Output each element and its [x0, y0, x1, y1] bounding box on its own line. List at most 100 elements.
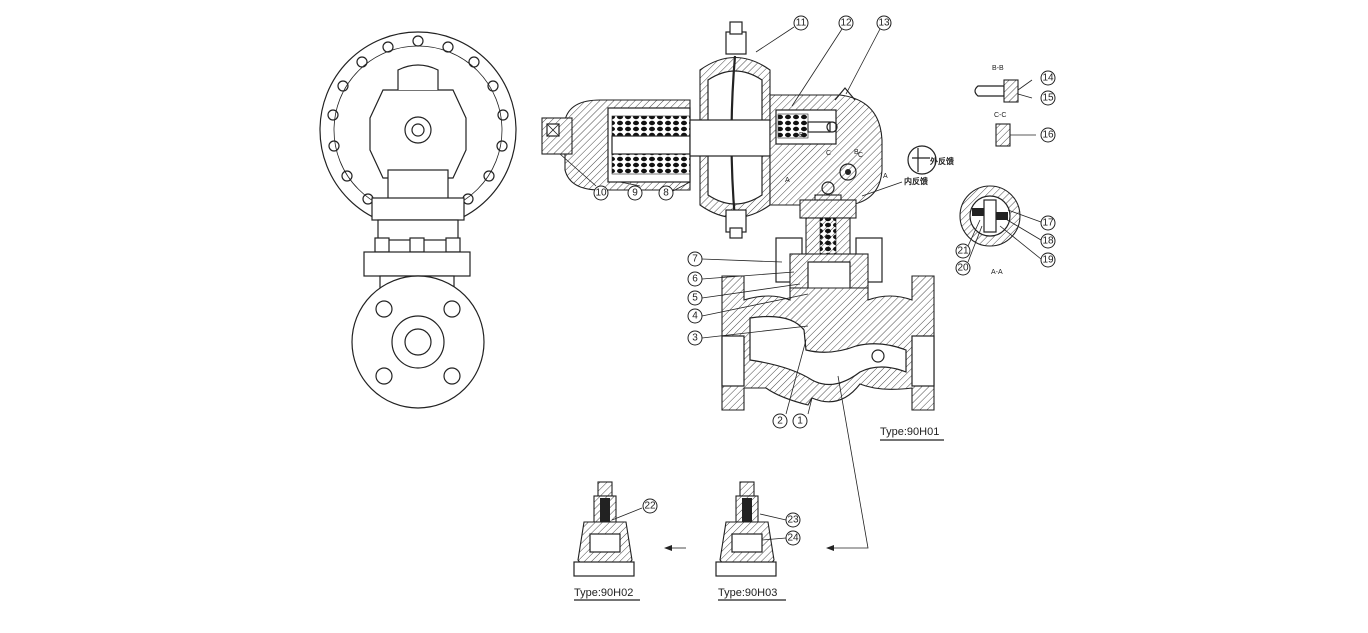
- callout-24: 24: [761, 530, 801, 546]
- variant-90h03-cap: [739, 481, 755, 497]
- callout-23: 23: [759, 512, 801, 528]
- internal-feedback-port: [839, 163, 857, 181]
- section-mark-a-right: A: [883, 173, 888, 180]
- side-view-body-flange: [363, 251, 471, 277]
- side-view-bonnet: [371, 197, 465, 221]
- svg-text:5: 5: [692, 293, 698, 304]
- body-port: [871, 349, 885, 363]
- side-view-bonnet-nuts: [374, 237, 461, 253]
- callout-1: 1: [792, 397, 813, 429]
- external-feedback-label: 外反馈: [930, 156, 954, 166]
- callout-9: 9: [619, 181, 643, 201]
- callout-16: 16: [1040, 127, 1056, 143]
- pilot-spring: [777, 113, 809, 139]
- callout-18: 18: [1003, 217, 1056, 249]
- side-view-center-hole: [411, 123, 425, 137]
- svg-text:14: 14: [1042, 73, 1054, 84]
- callout-10: 10: [559, 153, 609, 201]
- variant-90h02-arrow: [664, 545, 672, 551]
- svg-text:9: 9: [632, 188, 638, 199]
- top-bolt: [725, 31, 747, 55]
- callout-5: 5: [687, 283, 801, 306]
- outlet-bore: [911, 335, 935, 387]
- svg-text:20: 20: [957, 263, 969, 274]
- callout-6: 6: [687, 271, 795, 287]
- variant-90h03: Type:90H03: [715, 481, 786, 601]
- spring-coils-bottom: [611, 153, 691, 175]
- svg-text:18: 18: [1042, 236, 1054, 247]
- pilot-orifice: [826, 121, 838, 133]
- svg-text:15: 15: [1042, 93, 1054, 104]
- side-view-neck: [387, 169, 449, 201]
- section-mark-c-left: C: [826, 150, 831, 157]
- callouts: 1 2 3 4 5 6 7 8 9 10 11 12 13 14 15 16 1…: [559, 15, 1056, 546]
- section-cc-detail: C-C: [994, 112, 1036, 147]
- internal-feedback-leader: [861, 181, 903, 197]
- spring-stem: [611, 135, 691, 155]
- internal-feedback-label: 内反馈: [904, 176, 928, 186]
- svg-text:16: 16: [1042, 130, 1054, 141]
- valve-body: [721, 275, 935, 411]
- feedback-detail-bubble: [907, 145, 937, 175]
- section-cc-label: C-C: [994, 112, 1006, 119]
- svg-text:10: 10: [595, 188, 607, 199]
- spring-coils-top: [611, 115, 691, 137]
- diaphragm-plate: [689, 119, 771, 157]
- callout-19: 19: [999, 225, 1056, 268]
- callout-14: 14: [1040, 70, 1056, 86]
- variant-90h03-caption: Type:90H03: [718, 587, 777, 599]
- callout-7: 7: [687, 251, 783, 267]
- top-bolt-nut: [729, 21, 743, 35]
- callout-13: 13: [845, 15, 892, 95]
- side-view-pipe-bolts: [375, 300, 461, 385]
- svg-text:23: 23: [787, 515, 799, 526]
- side-view-yoke: [377, 219, 459, 241]
- inlet-bore: [721, 335, 745, 387]
- callout-12: 12: [791, 15, 854, 107]
- section-aa-plug: [983, 199, 997, 233]
- svg-text:8: 8: [663, 188, 669, 199]
- section-aa-label: A-A: [991, 269, 1003, 276]
- callout-8: 8: [658, 181, 691, 201]
- callout-15: 15: [1040, 90, 1056, 106]
- variant-pointer-line: [830, 375, 869, 549]
- main-section-view: B B C C A A 外反馈 内反馈 Type:90H01: [541, 21, 954, 551]
- side-view: [319, 31, 517, 409]
- section-cc-block: [995, 123, 1011, 147]
- section-mark-c-right: C: [858, 152, 863, 159]
- variant-90h02-caption: Type:90H02: [574, 587, 633, 599]
- svg-text:7: 7: [692, 254, 698, 265]
- svg-text:19: 19: [1042, 255, 1054, 266]
- svg-text:4: 4: [692, 311, 698, 322]
- svg-text:24: 24: [787, 533, 799, 544]
- svg-text:12: 12: [840, 18, 852, 29]
- section-aa-detail: A-A: [959, 185, 1021, 276]
- variant-90h02-cap: [597, 481, 613, 497]
- variant-90h02-port: [589, 533, 621, 553]
- callout-4: 4: [687, 293, 809, 324]
- svg-text:1: 1: [797, 416, 803, 427]
- feedback-fitting: [821, 181, 835, 195]
- side-view-pipe-flange: [351, 275, 485, 409]
- bottom-bolt-nut: [729, 227, 743, 239]
- variant-90h03-port: [731, 533, 763, 553]
- svg-text:17: 17: [1042, 218, 1054, 229]
- section-bb-detail: B-B: [974, 65, 1033, 103]
- section-bb-pin: [974, 85, 1005, 97]
- stem-spring: [819, 217, 837, 257]
- callout-3: 3: [687, 325, 809, 346]
- svg-text:21: 21: [957, 246, 969, 257]
- svg-text:11: 11: [796, 18, 807, 29]
- side-view-pipe-bore-outer: [391, 315, 445, 369]
- section-mark-b-right: B: [854, 149, 859, 156]
- variant-pointer-arrow: [826, 545, 834, 551]
- variant-90h02-base: [573, 561, 635, 577]
- variant-90h03-base: [715, 561, 777, 577]
- pilot-valve-plug: [807, 121, 831, 133]
- side-view-pipe-bore: [404, 328, 432, 356]
- svg-text:22: 22: [644, 501, 656, 512]
- section-bb-block: [1003, 79, 1019, 103]
- svg-text:13: 13: [878, 18, 890, 29]
